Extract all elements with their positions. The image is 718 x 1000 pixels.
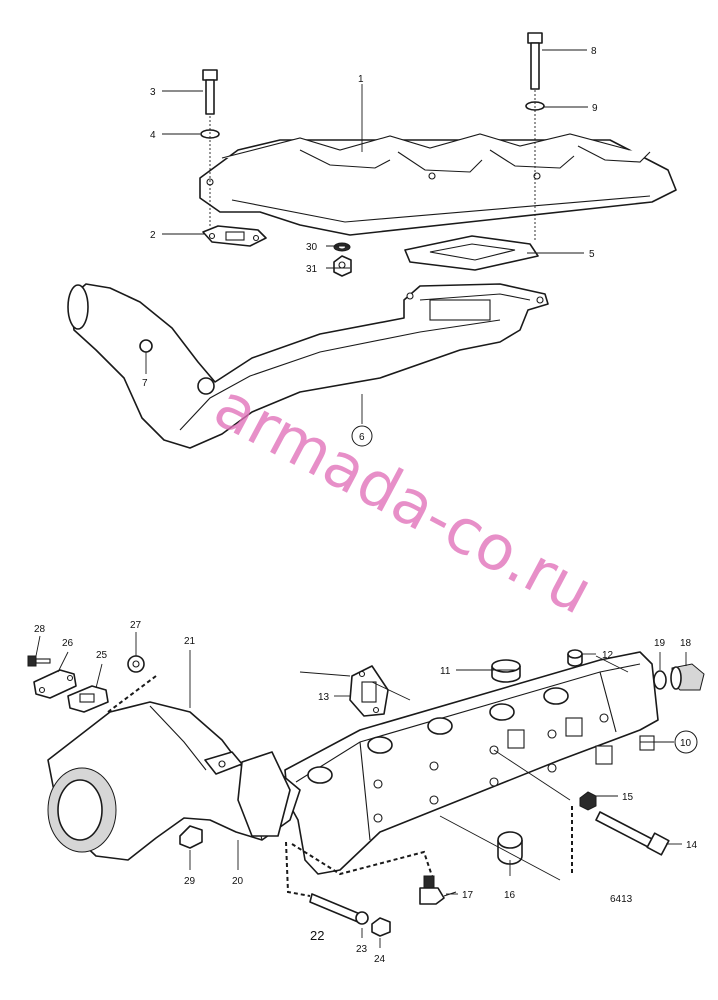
callout-14: 14 [686, 840, 698, 851]
stud-14 [595, 811, 670, 856]
callout-3: 3 [150, 87, 156, 98]
plug-12 [567, 649, 583, 667]
drawing-number: 6413 [610, 894, 633, 905]
gasket-20 [237, 751, 291, 837]
callout-27: 27 [130, 620, 142, 631]
callout-4: 4 [150, 130, 156, 141]
callout-17: 17 [462, 890, 474, 901]
drain-cock-17 [419, 875, 457, 905]
callout-12: 12 [602, 650, 614, 661]
plug-7 [139, 339, 153, 353]
bolt-3 [202, 69, 218, 115]
callout-10-circle [674, 730, 698, 754]
callout-29: 29 [184, 876, 196, 887]
callout-1: 1 [358, 74, 364, 85]
callout-11: 11 [440, 666, 451, 677]
assembly-path-line [291, 843, 433, 877]
gasket-2 [202, 225, 267, 247]
fitting-18 [670, 663, 705, 691]
callout-19: 19 [654, 638, 666, 649]
leader-lines [35, 49, 687, 948]
intake-cover-1 [199, 133, 677, 236]
callout-28: 28 [34, 624, 46, 635]
callout-22: 22 [310, 928, 324, 943]
nut-31 [333, 255, 352, 277]
callout-30: 30 [306, 242, 318, 253]
callout-7: 7 [142, 378, 148, 389]
callout-13: 13 [318, 692, 330, 703]
screw-28 [27, 655, 51, 667]
callout-9: 9 [592, 103, 598, 114]
gasket-5 [404, 235, 539, 271]
callout-5: 5 [589, 249, 595, 260]
flange-13 [349, 665, 389, 717]
sleeve-16 [497, 831, 523, 865]
assembly-path-line [285, 841, 311, 897]
callout-15: 15 [622, 792, 634, 803]
callout-16: 16 [504, 890, 516, 901]
callout-26: 26 [62, 638, 74, 649]
washer-23 [355, 911, 369, 925]
callout-24: 24 [374, 954, 386, 965]
callout-6: 6 [359, 432, 365, 443]
cover-26 [33, 669, 77, 699]
callout-8: 8 [591, 46, 597, 57]
callout-21: 21 [184, 636, 196, 647]
callout-23: 23 [356, 944, 368, 955]
bolt-8 [527, 32, 543, 90]
callout-18: 18 [680, 638, 692, 649]
stud-22 [309, 893, 361, 923]
callout-20: 20 [232, 876, 244, 887]
watermark-text: armada-co.ru [203, 369, 605, 629]
callout-6-circle [351, 425, 373, 447]
nut-24 [371, 917, 391, 937]
nut-15 [579, 791, 597, 811]
callout-10: 10 [680, 738, 692, 749]
callout-31: 31 [306, 264, 318, 275]
sleeve-11 [491, 659, 521, 683]
assembly-path-line [107, 675, 157, 713]
elbow-21 [47, 701, 301, 861]
plug-29 [179, 825, 203, 849]
ring-19 [653, 670, 667, 690]
gasket-25 [67, 685, 109, 713]
callout-2: 2 [150, 230, 156, 241]
washer-27 [127, 655, 145, 673]
exhaust-elbow-6 [67, 283, 549, 449]
callout-25: 25 [96, 650, 108, 661]
exhaust-manifold-10 [284, 651, 659, 875]
